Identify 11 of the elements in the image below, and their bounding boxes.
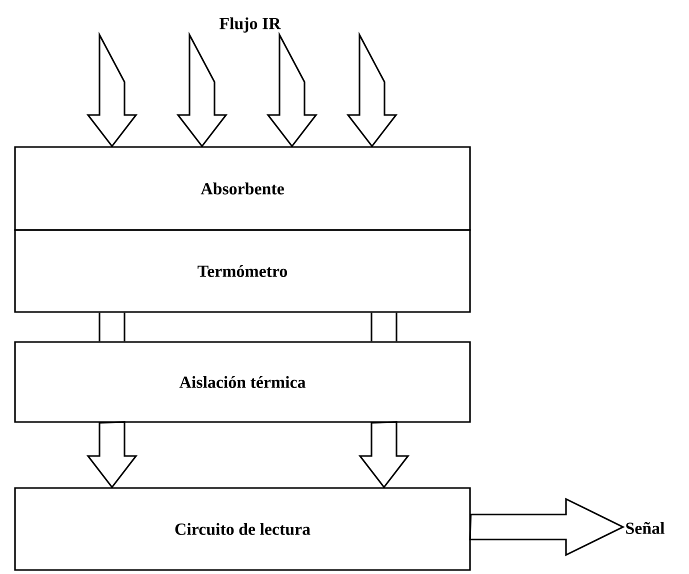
layer-box: Termómetro <box>14 229 471 313</box>
layer-box: Circuito de lectura <box>14 487 471 571</box>
hollow-arrow <box>86 421 138 488</box>
hollow-arrow <box>469 498 625 556</box>
label-text: Señal <box>626 522 664 534</box>
connector <box>370 312 398 342</box>
connector <box>98 312 126 342</box>
hollow-arrow <box>358 421 410 488</box>
layer-box: Absorbente <box>14 146 471 231</box>
layer-box: Aislación térmica <box>14 341 471 423</box>
label-text: Flujo IR <box>219 17 281 33</box>
